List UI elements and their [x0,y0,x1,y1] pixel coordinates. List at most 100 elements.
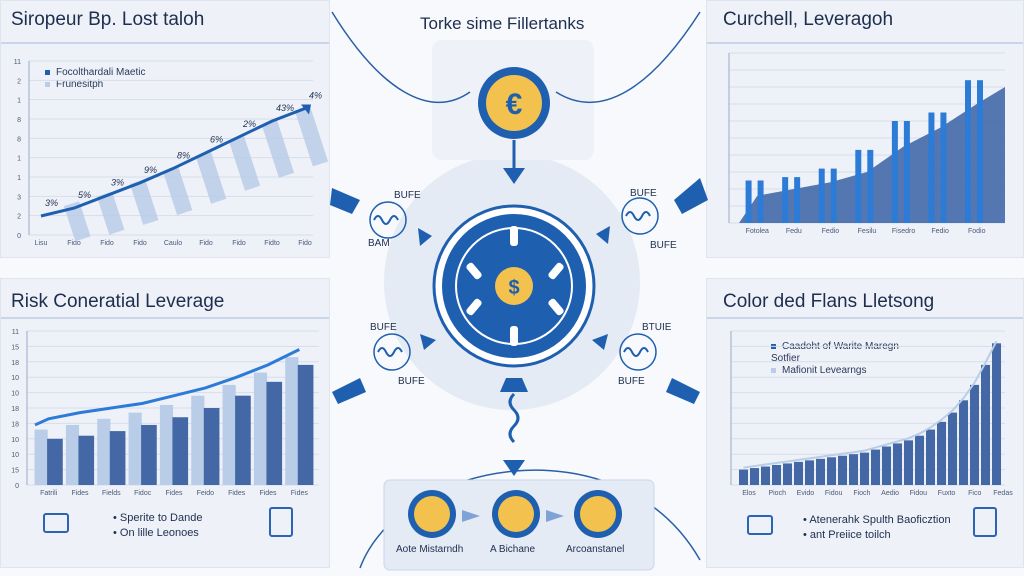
x-tick-label: Caulo [164,240,182,247]
bar [926,429,936,485]
spring-icon [623,347,649,357]
checklist-icon [973,507,997,537]
bar [65,424,80,485]
bar [96,191,125,235]
y-tick-label: 18 [11,406,19,413]
x-tick-label: Fides [165,490,183,497]
bar [141,424,157,485]
x-tick-label: Fido [100,240,114,247]
bar [818,168,825,223]
arrow-shape-icon [674,178,708,214]
legend-label: Focolthardali Maetic [56,67,146,78]
node-label: BTUIE [642,322,672,333]
bar [977,80,984,223]
x-tick-label: Fidou [825,490,843,497]
x-tick-label: Fatrili [40,490,58,497]
x-tick-label: Fisedro [892,228,915,235]
series-line [40,107,306,218]
hub-inner-ring [455,227,573,345]
x-tick-label: Fides [71,490,89,497]
bottom-label: A Bichane [490,544,536,555]
legend-swatch [771,367,776,373]
bar [235,395,251,485]
bar [970,384,980,485]
x-tick-label: Fesilu [858,228,877,235]
bar [849,454,859,485]
bar [159,404,174,485]
spring-ring-icon [619,333,657,371]
y-tick-label: 18 [11,421,19,428]
bar [750,468,760,485]
footnote-line: Atenerahk Spulth Baoficztion [809,514,951,526]
y-tick-label: 10 [11,452,19,459]
legend: Focolthardali Maetic Frunesitph [45,67,145,91]
legend-swatch [45,69,50,75]
spring-ring-icon [369,201,407,239]
x-tick-label: Fedio [822,228,840,235]
x-tick-label: Fodio [968,228,986,235]
person-icon [580,496,616,532]
bar [63,201,91,242]
arrow-right-icon [462,510,480,522]
arrow-down-icon [503,460,525,476]
arrow-shape-icon [330,188,360,214]
bar [903,121,910,223]
y-tick-label: 2 [17,214,21,221]
bar [830,168,837,223]
y-tick-label: 8 [17,136,21,143]
y-tick-label: 10 [11,375,19,382]
footnote-line: Sperite to Dande [119,512,203,524]
bar [739,469,749,485]
hub-backdrop [384,154,640,410]
legend-swatch [45,81,50,87]
bar [904,440,914,485]
panel-title: Siropeur Bp. Lost taloh [11,9,205,30]
tag-icon [548,298,564,316]
bar [928,112,935,223]
x-tick-label: Fedas [993,490,1013,497]
center-title: Torke sime Fillertanks [420,14,585,33]
bar [805,460,815,485]
hub-coin-icon [495,267,533,305]
title-backdrop [432,40,594,160]
node-ring [492,490,540,538]
data-label: 3% [111,177,124,187]
arrow-down-icon [503,168,525,184]
bar [827,457,837,485]
bar [294,106,329,167]
y-tick-label: 11 [12,329,19,336]
x-tick-label: Fido [133,240,147,247]
y-tick-label: 11 [14,59,21,66]
bar [203,408,220,485]
data-label: 5% [78,190,91,200]
x-tick-label: Fotolea [746,228,769,235]
data-label: 43% [276,103,294,113]
bar [128,412,142,485]
tag-icon [548,262,564,280]
spring-icon [373,215,399,225]
x-tick-label: Fico [968,490,981,497]
checklist-icon [269,507,293,537]
x-tick-label: Feido [197,490,215,497]
bar [783,463,793,485]
bar [222,384,236,485]
data-label: 8% [177,151,190,161]
y-tick-label: 15 [11,344,19,351]
bar [757,180,764,223]
node-ring [574,490,622,538]
hub-outer-ring [432,204,596,368]
node-label: BUFE [370,322,397,333]
series-line [743,340,998,469]
side-node-left-bottom [332,333,436,404]
tag-icon [510,226,518,246]
x-tick-label: Fides [228,490,246,497]
node-label: BAM [368,238,390,249]
bar [992,343,1002,485]
panel-title: Curchell, Leveragoh [723,9,894,30]
bar [129,179,159,225]
bar [745,180,752,223]
